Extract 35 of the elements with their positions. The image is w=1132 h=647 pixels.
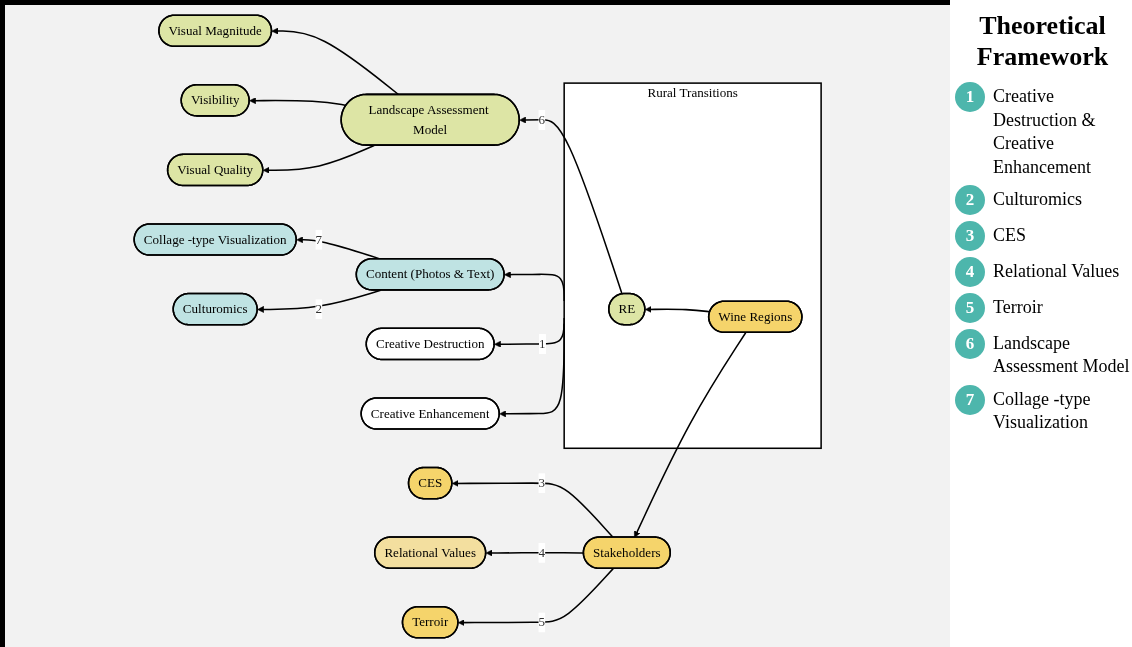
arrow	[519, 116, 623, 295]
arrow	[457, 567, 614, 626]
legend-text: Collage -type Visualization	[993, 387, 1092, 435]
edge-label: 1	[538, 335, 546, 351]
arrow	[257, 289, 382, 313]
arrow	[504, 270, 565, 302]
legend-text: Relational Values	[993, 259, 1120, 283]
edge-label: 3	[538, 475, 545, 490]
legend-text: CES	[993, 223, 1026, 247]
edge-label: 6	[538, 111, 545, 127]
legend-text: Landscape Assessment Model	[993, 331, 1130, 379]
legend-text: Creative Destruction & Creative Enhancement	[993, 85, 1097, 179]
legend-text: Terroir	[993, 295, 1043, 319]
arrow	[499, 322, 565, 417]
legend-number: 7	[965, 389, 975, 410]
legend-number: 2	[965, 189, 975, 210]
flowchart: Rural Transitions 7 2 6 3 4 5 1 Visual Magnitude Visibility Landscape Assessment Model Visual Quality Collage -type Visualization Content (Photos & Text) Culturomics RE Wine Regions Creative Destruction Creative Enhancement CES Relational Values Stakeholders Terroir	[127, 8, 828, 644]
legend-number: 6	[965, 333, 975, 354]
arrow	[271, 27, 400, 95]
arrow	[494, 316, 565, 348]
legend-number: 5	[965, 297, 975, 318]
arrow	[262, 144, 375, 174]
legend-text: Culturomics	[993, 187, 1082, 211]
legend-number: 4	[965, 261, 975, 282]
edge-label: 7	[315, 231, 322, 247]
arrow	[451, 479, 614, 538]
legend-number: 3	[965, 225, 975, 246]
arrow	[633, 331, 747, 538]
cluster	[563, 81, 822, 449]
edge-label: 2	[315, 301, 322, 316]
edge-label: 4	[538, 544, 545, 560]
legend-number: 1	[965, 87, 975, 108]
edge-label: 5	[538, 614, 545, 629]
legend-title: Theoretical Framework	[975, 10, 1110, 73]
arrow	[644, 305, 711, 313]
